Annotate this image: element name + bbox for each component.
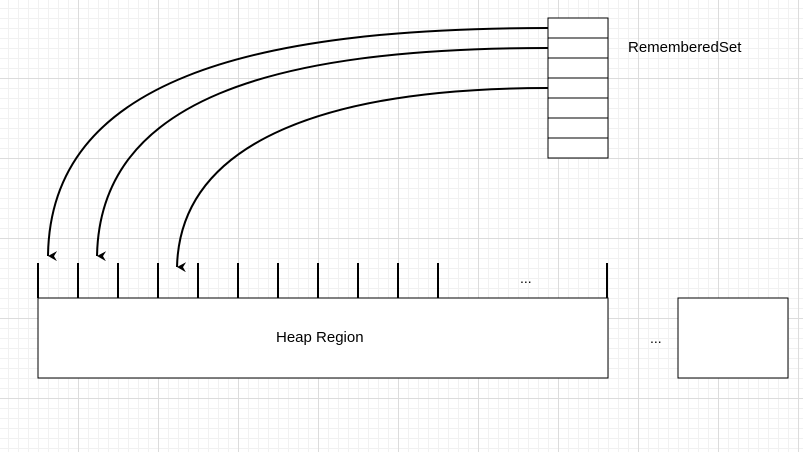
pointer-arrows — [47, 27, 549, 273]
pointer-arrow — [96, 47, 549, 262]
remembered-set-entry — [547, 97, 609, 119]
heap-region-label: Heap Region — [276, 329, 364, 346]
card-ticks — [37, 263, 608, 298]
heap-region-box — [37, 297, 609, 379]
remembered-set-entry — [547, 77, 609, 99]
remembered-set-entry — [547, 37, 609, 59]
remembered-set-table — [547, 17, 609, 159]
remembered-set-entry — [547, 137, 609, 159]
card-ellipsis: ... — [520, 270, 532, 286]
remembered-set-entry — [547, 17, 609, 39]
remembered-set-entry — [547, 57, 609, 79]
remembered-set-label: RememberedSet — [628, 39, 742, 56]
region-ellipsis: ... — [650, 330, 662, 346]
remembered-set-entry — [547, 117, 609, 139]
pointer-arrow — [176, 87, 549, 273]
pointer-arrow — [47, 27, 549, 262]
next-heap-region-box — [677, 297, 789, 379]
